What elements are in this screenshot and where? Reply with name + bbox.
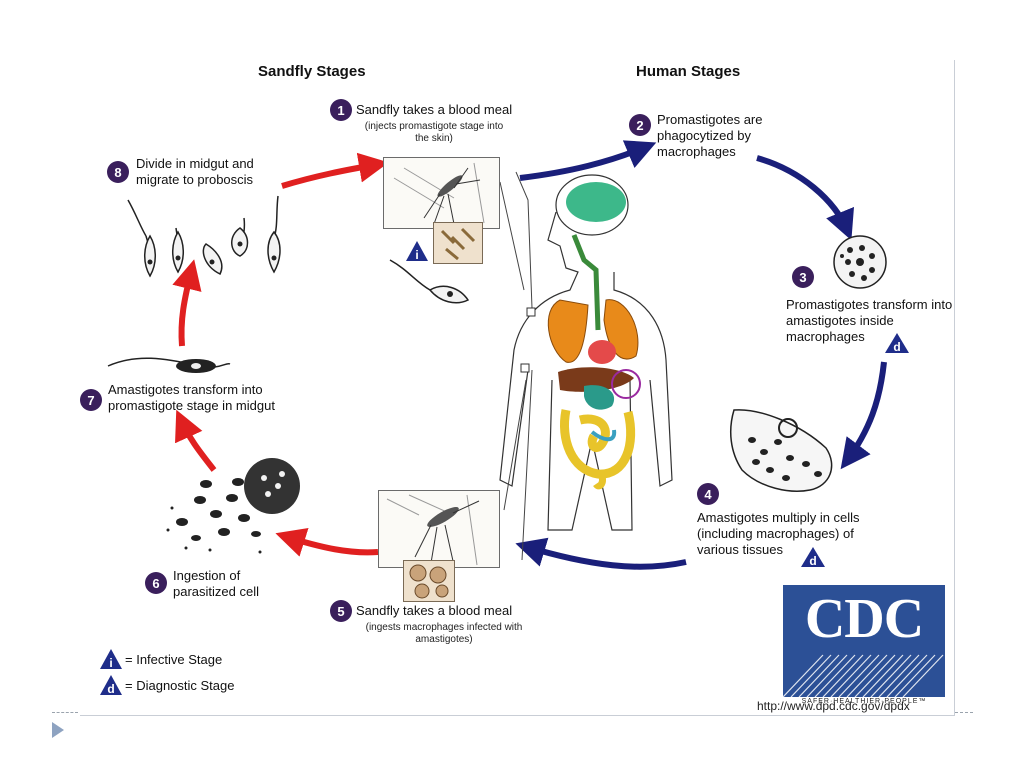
- arrow-8-to-1: [281, 152, 389, 189]
- step-2-label: Promastigotes are phagocytized by macrop…: [657, 112, 763, 159]
- diagnostic-stage-badge-4-icon: d: [801, 547, 825, 568]
- sandfly-feeding-box-upper: [383, 157, 500, 229]
- step-7-label: Amastigotes transform into promastigote …: [108, 382, 275, 413]
- liver-illustration: [558, 367, 634, 392]
- cdc-logo-swoosh-icon: [783, 654, 944, 697]
- step-5-label: Sandfly takes a blood meal: [356, 603, 513, 618]
- macrophage-with-amastigotes-illustration: [833, 235, 887, 289]
- left-lung-illustration: [547, 299, 589, 363]
- svg-text:i: i: [415, 248, 418, 262]
- frame-bottom-border: [80, 715, 955, 716]
- stomach-illustration: [584, 385, 615, 410]
- small-intestine-illustration: [590, 429, 617, 442]
- step-2-number: 2: [629, 114, 651, 136]
- diagnostic-stage-badge-3-icon: d: [885, 333, 909, 354]
- arrow-6-to-7: [175, 409, 217, 472]
- source-url[interactable]: http://www.dpd.cdc.gov/dpdx: [757, 699, 910, 713]
- frame-right-border: [954, 60, 955, 716]
- colon-illustration: [593, 471, 606, 490]
- infected-macrophages-icon: [409, 564, 449, 599]
- step-6-number: 6: [145, 572, 167, 594]
- skin-marker-lower: [520, 363, 530, 373]
- heart-illustration: [588, 340, 616, 364]
- cdc-logo: CDC: [783, 585, 945, 697]
- skin-injection-inset: [433, 222, 483, 264]
- infected-tissue-cell-illustration: [729, 409, 833, 492]
- brain-illustration: [566, 182, 626, 222]
- infective-stage-badge-icon: i: [406, 241, 428, 262]
- legend-diagnostic-icon: d: [100, 675, 122, 696]
- arrow-4-to-5: [515, 537, 687, 570]
- sandfly-feeding-box-lower: [378, 490, 500, 568]
- step-4-number: 4: [697, 483, 719, 505]
- sandfly-upper-icon: [393, 162, 485, 225]
- svg-text:d: d: [893, 340, 900, 354]
- promastigote-illustration: [107, 357, 231, 373]
- arrow-2-to-3: [756, 155, 854, 241]
- legend-diagnostic-label: = Diagnostic Stage: [125, 678, 235, 693]
- slide-nav-arrow-icon[interactable]: [52, 722, 64, 738]
- injected-promastigote-illustration: [389, 259, 470, 304]
- spleen-illustration: [611, 369, 641, 399]
- step-4-label: Amastigotes multiply in cells (including…: [697, 510, 860, 557]
- step-5-number: 5: [330, 600, 352, 622]
- step-1-label: Sandfly takes a blood meal: [356, 102, 513, 117]
- legend-infective-icon: i: [100, 649, 122, 670]
- arrow-1-to-2: [519, 140, 657, 181]
- step-8-label: Divide in midgut and migrate to probosci…: [136, 156, 254, 187]
- human-body-illustration: [499, 174, 673, 531]
- step-8-number: 8: [107, 161, 129, 183]
- parasitized-cell-illustration: [166, 458, 300, 554]
- connector-lower: [503, 369, 533, 561]
- dividing-promastigotes-illustration: [127, 195, 281, 278]
- step-3-label: Promastigotes transform into amastigotes…: [786, 297, 953, 344]
- esophagus-illustration: [571, 234, 601, 331]
- step-6-label: Ingestion of parasitized cell: [173, 568, 259, 599]
- sandfly-lower-icon: [386, 494, 480, 566]
- promastigote-injection-icon: [440, 227, 476, 261]
- step-3-number: 3: [792, 266, 814, 288]
- svg-text:d: d: [809, 554, 816, 568]
- step-1-sublabel: (injects promastigote stage into the ski…: [364, 121, 504, 144]
- cdc-logo-text: CDC: [804, 588, 924, 650]
- cdc-tagline: SAFER·HEALTHIER·PEOPLE™: [801, 698, 927, 705]
- step-7-number: 7: [80, 389, 102, 411]
- arrow-7-to-8: [172, 259, 202, 347]
- svg-text:d: d: [107, 682, 114, 696]
- arrow-3-to-4: [840, 361, 887, 470]
- sandfly-stages-header: Sandfly Stages: [258, 63, 366, 80]
- slide-divider-right: [955, 712, 973, 713]
- step-5-sublabel: (ingests macrophages infected with amast…: [365, 622, 523, 645]
- ingested-macrophages-inset: [403, 560, 455, 602]
- slide-divider-left: [52, 712, 78, 713]
- connector-upper: [499, 171, 533, 309]
- arrow-5-to-6: [275, 528, 379, 557]
- skin-marker-upper: [526, 307, 536, 317]
- legend-infective-label: = Infective Stage: [125, 652, 223, 667]
- human-stages-header: Human Stages: [636, 63, 741, 80]
- step-1-number: 1: [330, 99, 352, 121]
- svg-text:i: i: [109, 656, 112, 670]
